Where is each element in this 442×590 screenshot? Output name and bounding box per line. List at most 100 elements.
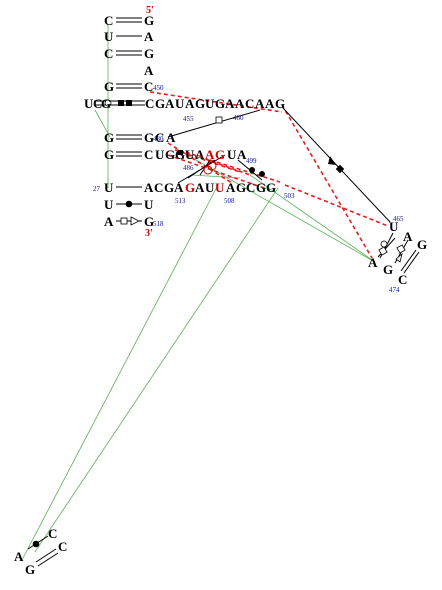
bottom-pair-line-2a [35,548,57,563]
nt-r455-12: A [235,96,245,111]
loop-triangle-symbol [395,252,403,263]
nt-acga-4: G [185,180,195,195]
nt-acga-10: C [246,180,255,195]
nt-right-4: A [144,63,154,78]
nt-r455-13: C [245,96,254,111]
nt-left-5: G [104,130,114,145]
num-518: 518 [153,220,164,228]
nt-cugg-4: U [185,147,195,162]
nt-acga-6: U [205,180,215,195]
nt-left-3: C [104,46,113,61]
bottom-loop-letters: C A C G [14,526,67,577]
loop-474-letters: U A G A G C [368,219,427,287]
nt-r455-1: C [93,96,102,111]
num-503: 503 [284,192,295,200]
pair-line-455-460 [167,109,261,138]
nt-r455-9: U [205,96,215,111]
row-gca-letters: G C A [144,130,176,145]
red-line-3 [284,184,389,227]
nt-cugg-2: G [165,147,175,162]
cluster-dot-1 [249,167,255,173]
nt-loop-u: U [389,219,399,234]
nt-cugg-3: G [175,147,185,162]
nt-g-row: G [144,214,154,229]
bottom-loop-symbols [27,535,59,567]
pair-square-symbol-2 [126,100,132,106]
nt-left-6: G [104,147,114,162]
loop-circle-symbol [380,240,388,248]
nt-r455-11: A [225,96,235,111]
nt-r455-3: C [145,96,154,111]
nt-r455-8: G [195,96,205,111]
bottom-pair-line-2b [37,552,59,567]
red-line-6 [185,151,251,176]
green-line-5 [34,187,279,553]
nt-cugg-0: C [144,147,153,162]
nt-r455-10: G [215,96,225,111]
arrow-head-symbol [328,156,336,165]
green-line-6 [191,174,241,179]
nt-left-7: U [104,180,114,195]
nt-acga-12: G [266,180,276,195]
nt-cugg-6: A [205,147,215,162]
nt-r455-14: A [255,96,265,111]
nt-acga-0: A [144,180,154,195]
num-474: 474 [389,286,400,294]
num-27: 27 [93,185,101,193]
cluster-circle-2 [207,161,217,171]
nt-bottom-c1: C [48,526,57,541]
bottom-circle-symbol [32,540,40,548]
pair-line-cross-2 [187,159,216,179]
pair-square-symbol-1 [118,100,124,106]
pair-square-symbol-3 [215,116,223,124]
nt-acga-7: U [215,180,225,195]
loop-pair-line-3b [400,249,417,272]
nt-right-2: A [144,29,154,44]
nt-right-1: G [144,13,154,28]
red-line-4 [167,142,233,184]
num-508: 508 [224,197,235,205]
nt-acga-5: A [195,180,205,195]
pair-circle-symbol-1 [104,99,112,107]
loop-pair-line-3a [403,251,420,274]
num-450: 450 [153,84,164,92]
nt-left-2: U [104,29,114,44]
red-line-1 [149,91,283,113]
red-line-2 [281,104,373,259]
num-486: 486 [183,164,194,172]
nt-loop-c: C [398,272,407,287]
nt-acga-2: G [164,180,174,195]
loop-474-symbols [328,156,420,274]
nt-bottom-g: G [25,562,35,577]
black-pair-lines [167,107,396,258]
nt-left-9: A [104,214,114,229]
green-line-2 [174,147,376,263]
row-acga-letters: A C G A G A U U A G C G G [144,180,276,195]
red-tertiary-lines [149,91,389,259]
cluster-dot-2 [259,171,265,177]
nt-cugg-5: A [195,147,205,162]
nt-acga-1: C [154,180,163,195]
row-455-letters: U C G C G A U A G U G A A C A A G [84,96,285,111]
nt-r455-4: G [155,96,165,111]
crossing-cluster-symbols [178,150,265,177]
nt-u-row: U [144,197,154,212]
nt-left-8: U [104,197,114,212]
nt-right-5: C [144,79,153,94]
nt-cugg-7: G [215,147,225,162]
green-line-4 [21,184,219,561]
three-prime-label: 3' [145,228,153,239]
nt-loop-a2: A [368,255,378,270]
red-line-8 [174,149,241,173]
nt-cugg-9: A [237,147,247,162]
five-prime-label: 5' [146,5,154,16]
noncanonical-square-symbol [120,217,128,225]
pair-line-aag-465 [282,107,391,223]
red-line-7 [209,159,281,183]
nt-r455-15: A [265,96,275,111]
nt-r455-5: A [165,96,175,111]
nt-left-1: C [104,13,113,28]
nt-right-3: G [144,46,154,61]
noncanonical-circle-symbol [125,200,133,208]
num-465: 465 [393,215,404,223]
